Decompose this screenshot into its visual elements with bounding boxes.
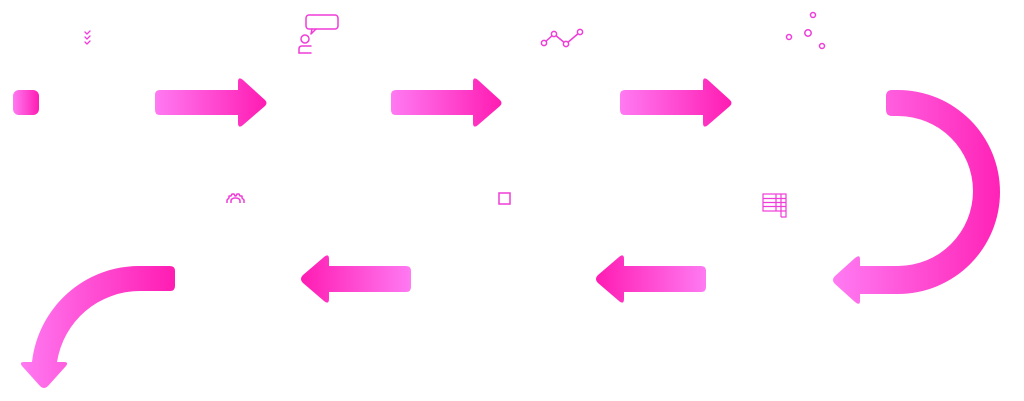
scatter-plot-icon — [785, 11, 826, 50]
gear-icon — [226, 193, 245, 203]
arrow-left-2 — [301, 255, 411, 303]
arrow-right-3 — [620, 78, 732, 127]
arrow-left-1 — [596, 255, 706, 303]
table-icon — [762, 193, 787, 218]
arrow-curve-down — [20, 265, 175, 388]
arrow-u-turn — [833, 90, 1000, 304]
arrow-right-2 — [391, 78, 502, 127]
start-marker — [13, 90, 39, 115]
square-icon — [498, 192, 511, 205]
checklist-icon — [84, 30, 91, 45]
line-chart-icon — [540, 28, 584, 48]
arrow-right-1 — [155, 78, 267, 127]
user-chat-icon — [298, 14, 339, 54]
